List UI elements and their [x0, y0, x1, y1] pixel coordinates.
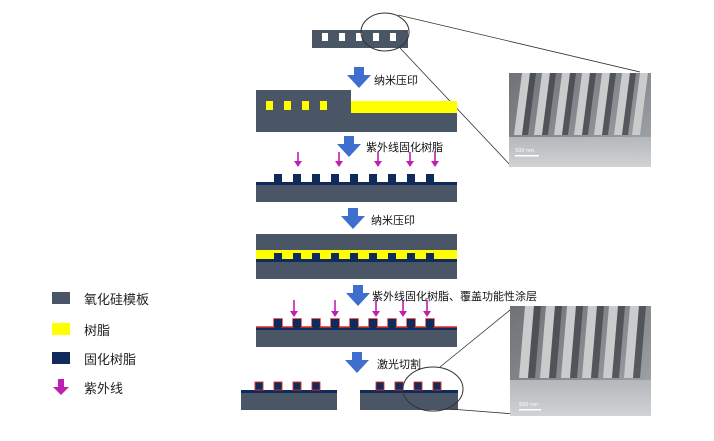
process-arrow-5 [345, 352, 369, 373]
legend-label-uv: 紫外线 [84, 381, 124, 397]
process-arrow-3 [341, 208, 365, 229]
cured-stack-1 [256, 174, 457, 202]
process-arrow-1 [347, 67, 371, 88]
step-label-laser-cut: 激光切割 [377, 358, 421, 371]
sem-scale-label-1: 500 nm [515, 148, 535, 154]
down-arrow-icon [53, 379, 69, 395]
sem-image-2 [510, 306, 651, 416]
process-arrow-2 [337, 136, 361, 157]
legend-item-uv: 紫外线 [52, 377, 123, 397]
step-label-uv-cure-coating: 紫外线固化树脂、覆盖功能性涂层 [372, 290, 537, 303]
process-arrow-4 [346, 285, 370, 306]
legend-item-cured-resin: 固化树脂 [52, 348, 136, 368]
step-label-imprint-2: 纳米压印 [371, 214, 415, 227]
imprint-stack-1 [256, 90, 457, 132]
magnifier-bottom [402, 305, 516, 415]
legend-swatch-resin [52, 323, 70, 335]
sem-scale-label-2: 500 nm [519, 402, 539, 408]
legend-label-template: 氧化硅模板 [84, 292, 150, 308]
cut-piece-right [360, 381, 458, 410]
legend-label-resin: 树脂 [84, 323, 111, 339]
imprint-stack-2 [256, 234, 457, 279]
uv-arrows-1 [294, 152, 439, 167]
coated-stack [256, 318, 457, 347]
step-label-uv-cure-1: 紫外线固化树脂 [366, 141, 443, 154]
uv-arrows-2 [290, 300, 431, 317]
step-label-imprint-1: 纳米压印 [374, 74, 418, 87]
legend-swatch-cured-resin [52, 352, 70, 364]
legend-swatch-template [52, 292, 70, 304]
cut-piece-left [241, 381, 337, 410]
legend-item-resin: 树脂 [52, 319, 110, 339]
legend-label-cured-resin: 固化树脂 [84, 352, 137, 368]
legend-item-template: 氧化硅模板 [52, 288, 149, 308]
template-top [312, 30, 408, 48]
sem-image-1 [509, 73, 651, 167]
